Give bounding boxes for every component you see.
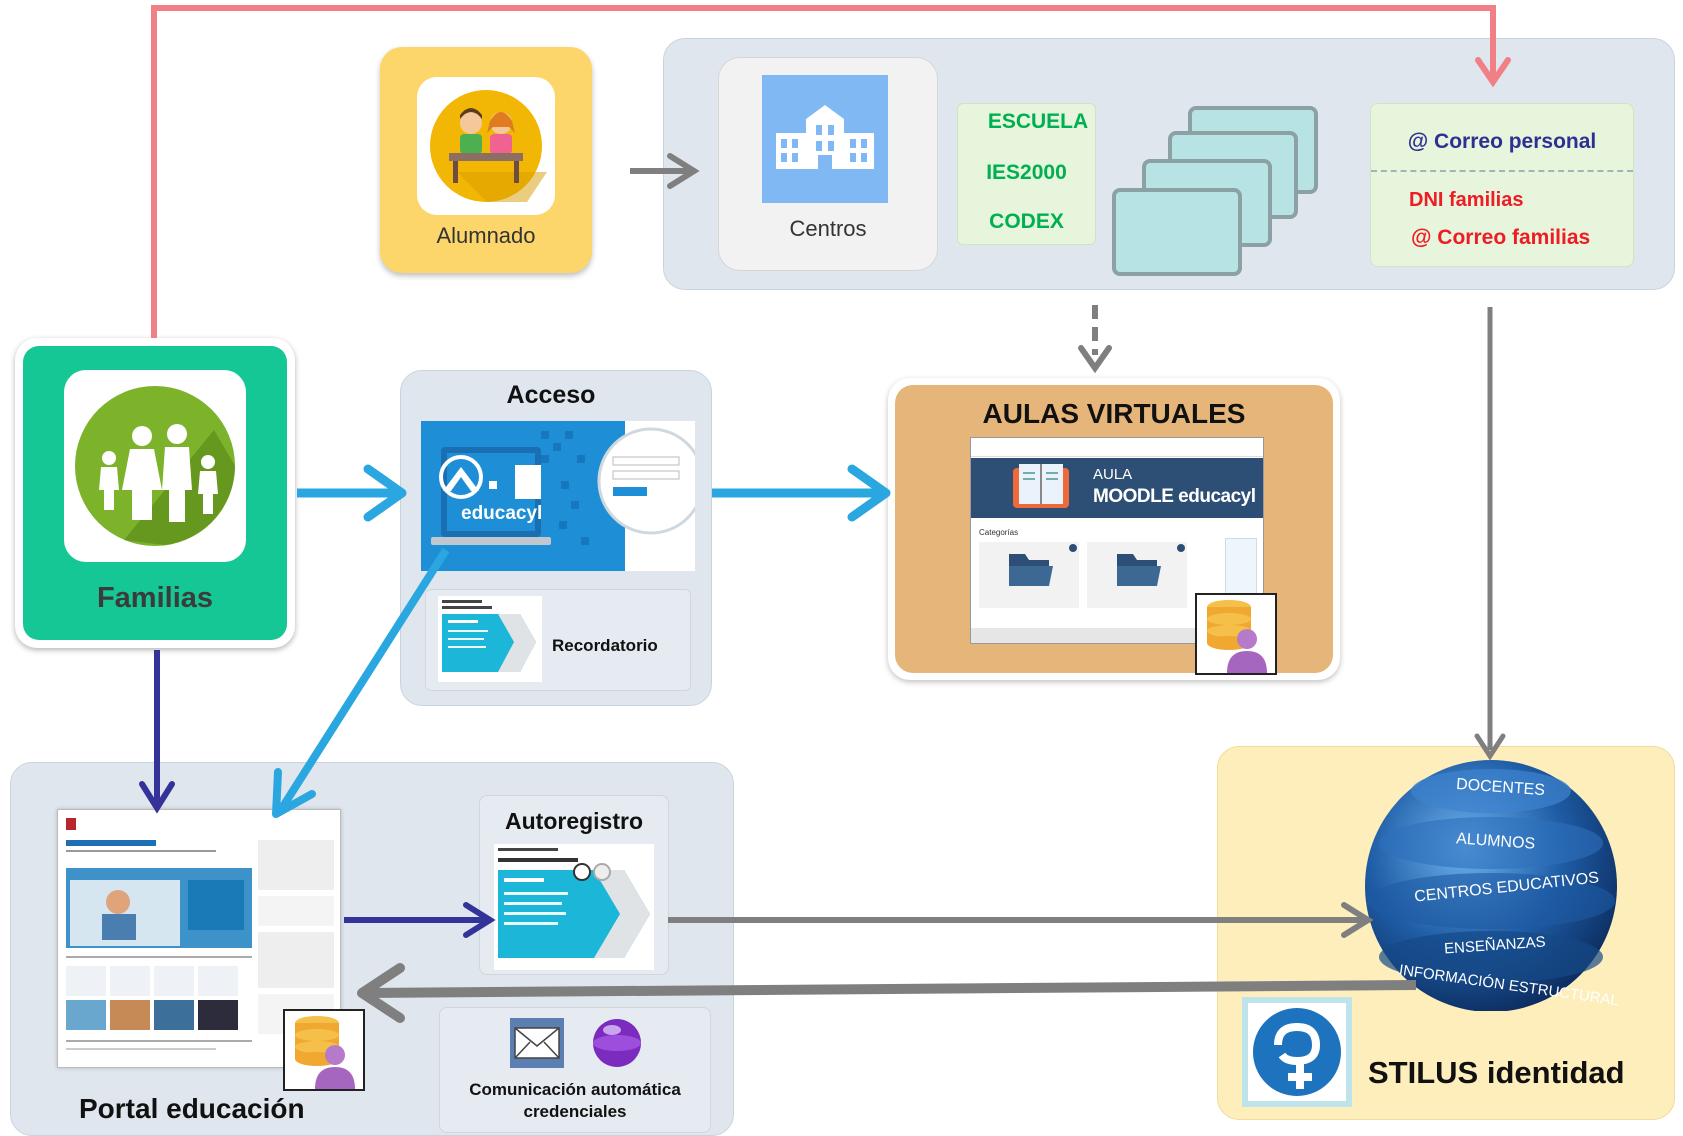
moodle-screenshot: AULA MOODLE educacyl Categorías (970, 437, 1264, 644)
recordatorio-box[interactable]: Recordatorio (425, 589, 691, 691)
envelope-icon (510, 1018, 564, 1068)
aulas-virtuales-node[interactable]: AULAS VIRTUALES AULA MOODLE educacyl Cat… (888, 378, 1340, 680)
moodle-categorias-label: Categorías (979, 528, 1019, 537)
db-user-icon (295, 1016, 355, 1089)
system-ies2000: IES2000 (986, 161, 1067, 184)
moodle-banner: AULA MOODLE educacyl (971, 458, 1263, 518)
autoregistro-box[interactable]: Autoregistro (479, 795, 669, 975)
comunicacion-label: Comunicación automática (469, 1080, 681, 1099)
identity-globe (1365, 760, 1617, 1011)
comunicacion-box: Comunicación automática credenciales (439, 1007, 711, 1133)
correo-divider (1371, 170, 1633, 172)
moodle-aula-label: AULA (1093, 466, 1133, 483)
systems-box: ESCUELA IES2000 CODEX (957, 103, 1096, 245)
students-icon (430, 90, 547, 202)
familias-node[interactable]: Familias (15, 338, 295, 648)
stilus-panel[interactable]: DOCENTES ALUMNOS CENTROS EDUCATIVOS ENSE… (1217, 746, 1675, 1120)
correo-personal-label: @ Correo personal (1407, 130, 1597, 153)
acceso-title: Acceso (506, 381, 596, 409)
moodle-side-widget (1225, 538, 1257, 596)
centros-node[interactable]: Centros (718, 57, 938, 271)
dni-familias-label: DNI familias (1409, 189, 1524, 211)
school-building-icon (776, 105, 874, 169)
stilus-logo-icon (1248, 1003, 1346, 1101)
login-illustration (431, 421, 695, 571)
school-icon-tile (762, 75, 888, 203)
centros-label: Centros (789, 216, 867, 241)
autoregistro-thumbnail (494, 844, 654, 970)
portal-db-user-icon (283, 1009, 365, 1091)
acceso-login-screenshot: educacyl (421, 421, 695, 571)
alumnado-node[interactable]: Alumnado (380, 47, 592, 273)
moodle-category-card-1 (979, 542, 1079, 608)
purple-orb-icon (593, 1019, 641, 1067)
credenciales-label: credenciales (523, 1102, 627, 1121)
portal-educacion-panel[interactable]: Portal educación Autoregistro (10, 762, 734, 1136)
family-icon (75, 386, 235, 546)
recordatorio-thumbnail (438, 596, 542, 682)
stilus-logo-frame (1242, 997, 1352, 1107)
stilus-label: STILUS identidad (1368, 1055, 1625, 1090)
moodle-category-card-2 (1087, 542, 1187, 608)
familias-label: Familias (96, 582, 214, 614)
db-user-icon (1207, 600, 1267, 673)
acceso-panel[interactable]: Acceso educacyl (400, 370, 712, 706)
alumnado-label: Alumnado (436, 223, 536, 248)
open-book-icon (1013, 464, 1069, 508)
database-user-icon (1195, 593, 1277, 675)
portal-educacion-label: Portal educación (79, 1093, 305, 1124)
system-codex: CODEX (989, 210, 1064, 233)
autoregistro-label: Autoregistro (505, 808, 643, 834)
correo-box: @ Correo personal DNI familias @ Correo … (1370, 103, 1634, 267)
moodle-title: MOODLE educacyl (1093, 486, 1256, 507)
alumnado-icon-frame (417, 77, 555, 215)
correo-familias-label: @ Correo familias (1411, 226, 1591, 249)
moodle-footer (971, 628, 1263, 643)
aulas-virtuales-title: AULAS VIRTUALES (982, 398, 1246, 429)
portal-illustration (66, 818, 334, 1050)
folder-icon (1009, 544, 1077, 586)
educacyl-brand: educacyl (461, 503, 543, 524)
moodle-topbar (971, 438, 1263, 457)
folder-icon (1117, 544, 1185, 586)
familias-icon-frame (64, 370, 246, 562)
system-escuela: ESCUELA (987, 110, 1089, 133)
recordatorio-label: Recordatorio (552, 636, 658, 655)
